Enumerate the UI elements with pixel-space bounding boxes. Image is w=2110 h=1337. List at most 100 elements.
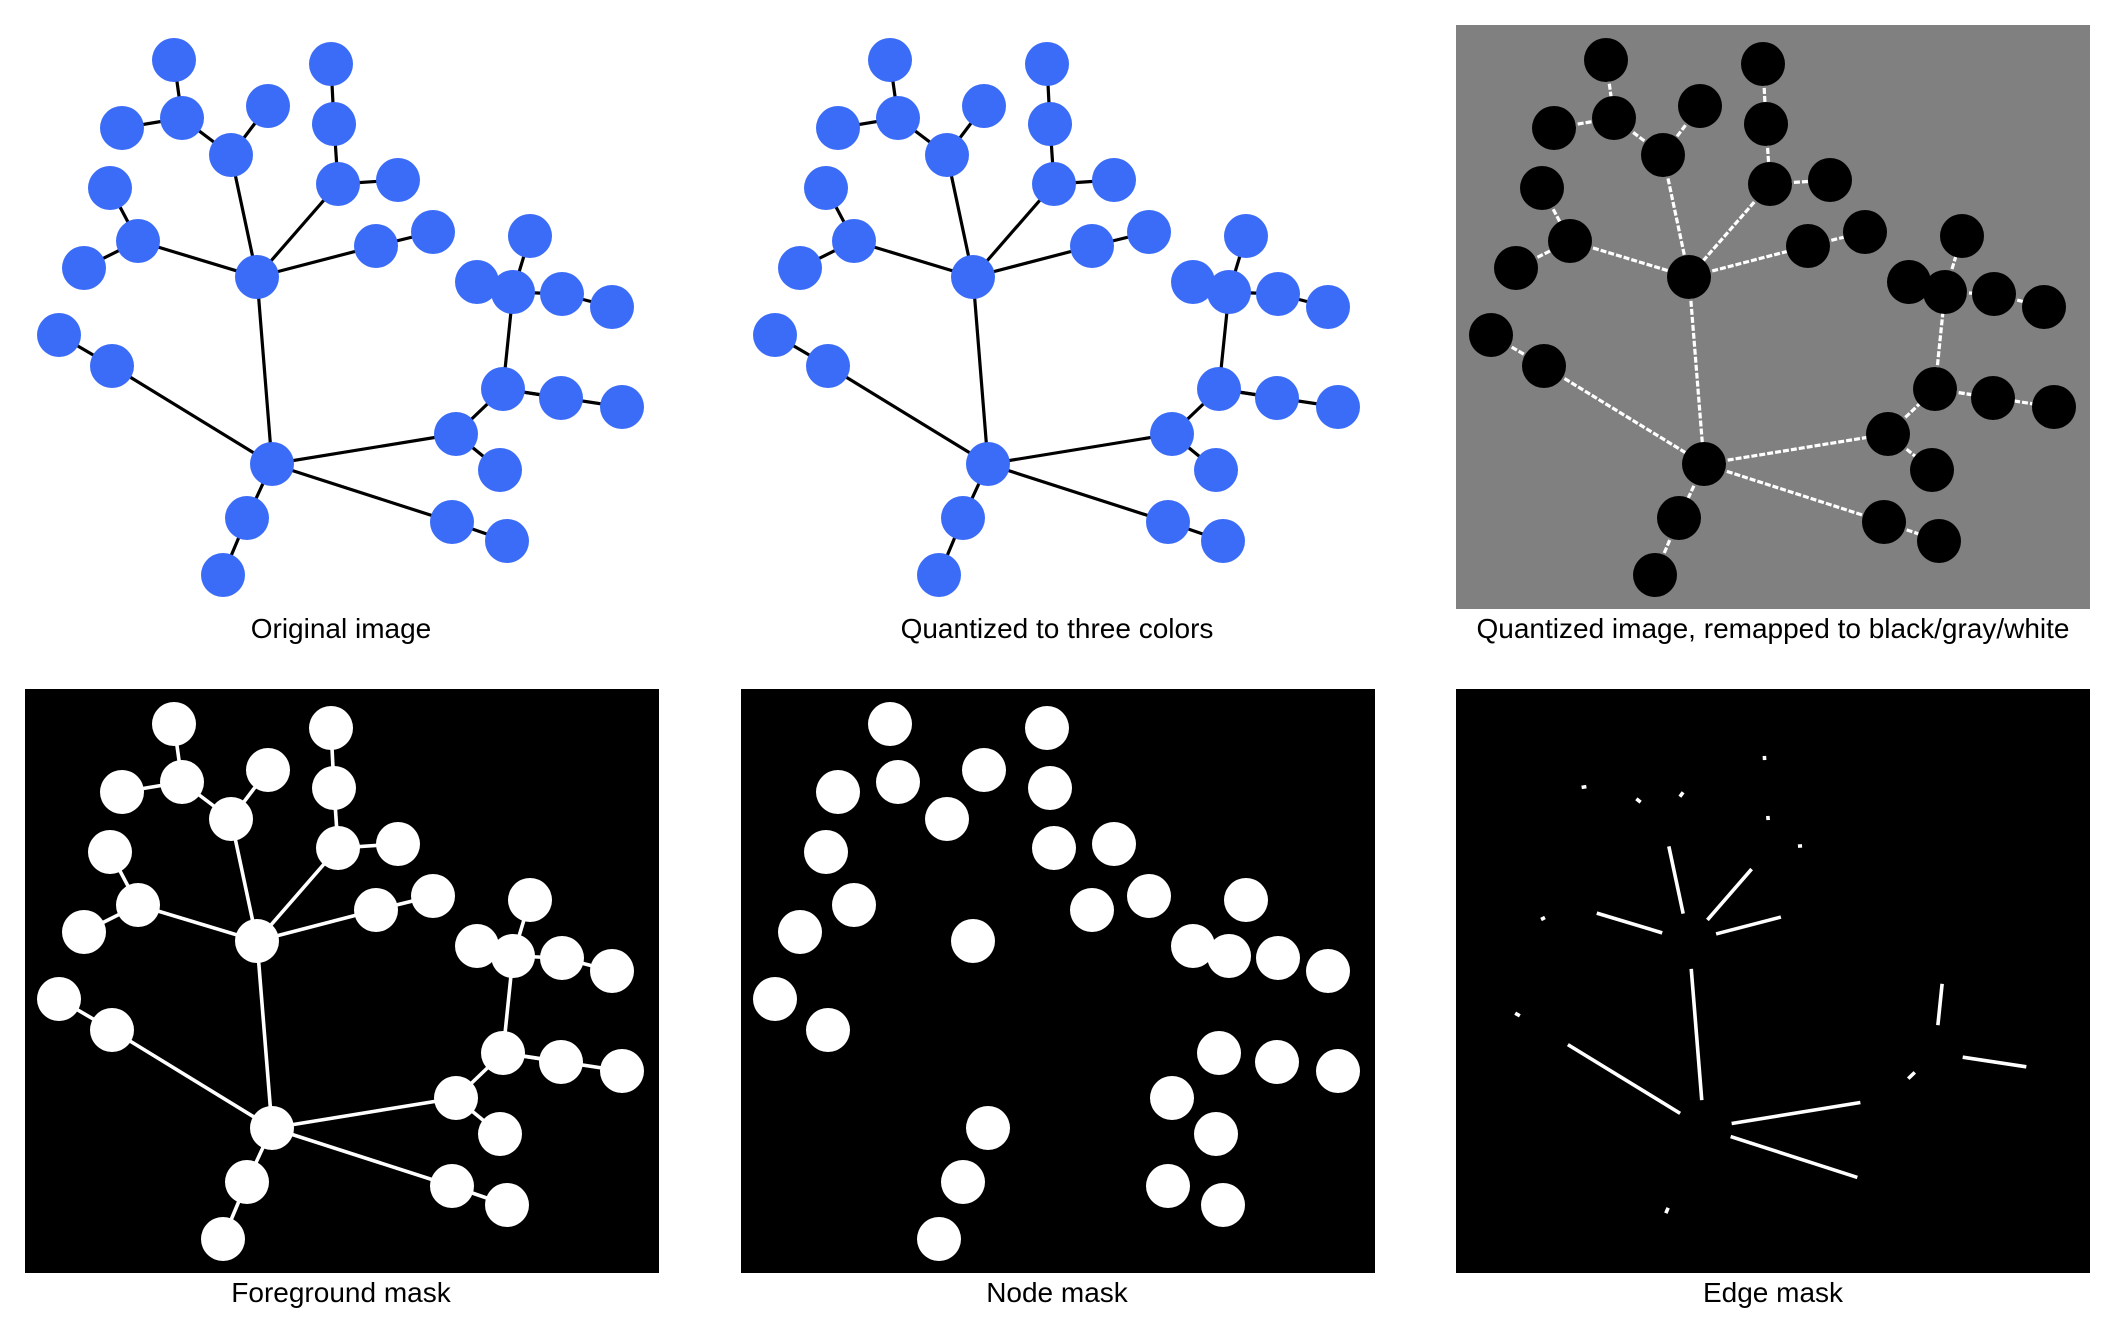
graph-node: [1971, 376, 2015, 420]
graph-node: [806, 344, 850, 388]
graph-node: [1028, 766, 1072, 810]
graph-node: [316, 826, 360, 870]
graph-node: [116, 219, 160, 263]
graph-node: [1923, 270, 1967, 314]
graph-node: [816, 106, 860, 150]
graph-node: [116, 883, 160, 927]
graph-node: [590, 949, 634, 993]
graph-node: [876, 760, 920, 804]
graph-edge: [1541, 918, 1545, 920]
graph-node: [1207, 270, 1251, 314]
graph-node: [1224, 214, 1268, 258]
graph-edge: [988, 434, 1172, 464]
graph-node: [1092, 822, 1136, 866]
graph-node: [209, 133, 253, 177]
graph-node: [411, 874, 455, 918]
graph-node: [100, 106, 144, 150]
graph-node: [816, 770, 860, 814]
graph-node: [1025, 706, 1069, 750]
graph-node: [2022, 285, 2066, 329]
caption-node-mask: Node mask: [986, 1277, 1128, 1309]
graph-node: [90, 1008, 134, 1052]
graph-node: [100, 770, 144, 814]
graph-node: [1197, 367, 1241, 411]
graph-node: [37, 977, 81, 1021]
graph-node: [201, 1217, 245, 1261]
graph-node: [160, 96, 204, 140]
graph-node: [917, 553, 961, 597]
graph-node: [478, 1112, 522, 1156]
graph-edge: [257, 277, 272, 464]
graph-node: [832, 883, 876, 927]
graph-node: [941, 1160, 985, 1204]
graph-node: [868, 702, 912, 746]
graph-node: [481, 367, 525, 411]
graph-node: [478, 448, 522, 492]
graph-node: [1070, 224, 1114, 268]
graph-node: [1584, 38, 1628, 82]
graph-node: [312, 102, 356, 146]
graph-node: [1641, 133, 1685, 177]
panel-remapped: [1456, 25, 2090, 609]
graph-node: [876, 96, 920, 140]
caption-edge-mask: Edge mask: [1703, 1277, 1843, 1309]
graph-node: [951, 919, 995, 963]
graph-node: [540, 936, 584, 980]
graph-node: [2032, 385, 2076, 429]
graph-node: [1494, 246, 1538, 290]
graph-node: [590, 285, 634, 329]
graph-node: [540, 272, 584, 316]
graph-node: [539, 376, 583, 420]
graph-node: [966, 1106, 1010, 1150]
graph-node: [951, 255, 995, 299]
graph-node: [1744, 102, 1788, 146]
graph-node: [225, 496, 269, 540]
graph-node: [1592, 96, 1636, 140]
graph-node: [160, 760, 204, 804]
graph-node: [1548, 219, 1592, 263]
graph-node: [1316, 1049, 1360, 1093]
caption-foreground-mask: Foreground mask: [231, 1277, 450, 1309]
panel-quantized: [753, 38, 1360, 597]
graph-node: [1150, 412, 1194, 456]
graph-edge: [988, 464, 1168, 522]
graph-node: [1025, 42, 1069, 86]
graph-edge: [1666, 1208, 1668, 1213]
graph-node: [430, 1164, 474, 1208]
graph-node: [88, 166, 132, 210]
graph-node: [309, 706, 353, 750]
panel-edges: [1456, 689, 2090, 1273]
graph-node: [1255, 1040, 1299, 1084]
graph-node: [1522, 344, 1566, 388]
graph-node: [753, 977, 797, 1021]
graph-node: [1910, 448, 1954, 492]
graph-edge: [828, 366, 988, 464]
graph-node: [37, 313, 81, 357]
graph-node: [508, 878, 552, 922]
graph-node: [868, 38, 912, 82]
graph-node: [1150, 1076, 1194, 1120]
graph-node: [152, 702, 196, 746]
graph-node: [1469, 313, 1513, 357]
graph-node: [354, 224, 398, 268]
graph-node: [246, 748, 290, 792]
graph-node: [1316, 385, 1360, 429]
panel-foreground: [25, 689, 659, 1273]
graph-node: [201, 553, 245, 597]
graph-node: [925, 797, 969, 841]
graph-node: [246, 84, 290, 128]
graph-node: [1092, 158, 1136, 202]
graph-node: [1678, 84, 1722, 128]
graph-node: [917, 1217, 961, 1261]
graph-node: [434, 1076, 478, 1120]
graph-node: [376, 822, 420, 866]
graph-edge: [272, 434, 456, 464]
graph-node: [1862, 500, 1906, 544]
panel-nodes: [741, 689, 1375, 1273]
graph-node: [1194, 448, 1238, 492]
caption-original-image: Original image: [251, 613, 432, 645]
graph-node: [1917, 519, 1961, 563]
graph-node: [962, 748, 1006, 792]
caption-quantized: Quantized to three colors: [901, 613, 1214, 645]
